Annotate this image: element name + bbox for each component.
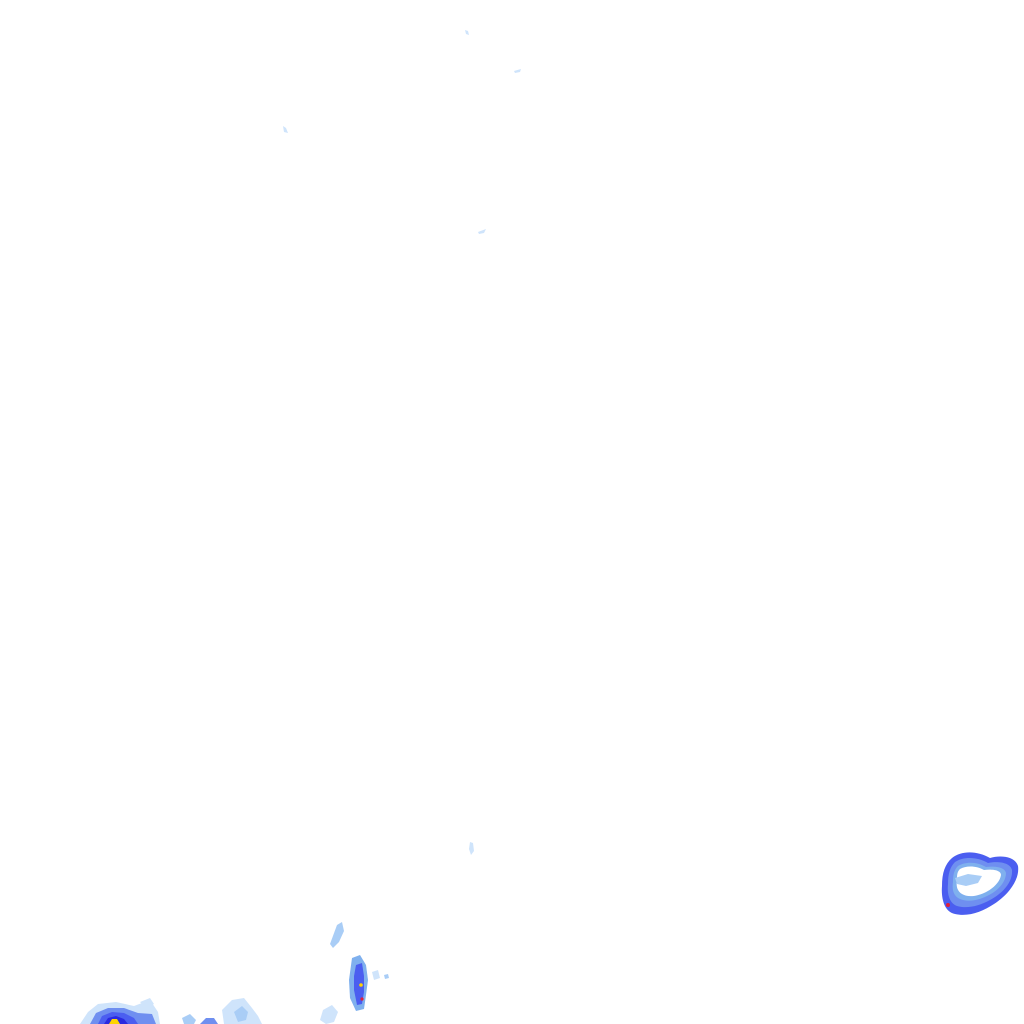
faint-echo bbox=[469, 842, 474, 855]
storm-cell-east bbox=[941, 852, 1019, 915]
cell-severe-dot bbox=[946, 903, 950, 907]
faint-echoes-north bbox=[283, 30, 521, 855]
column-core-2 bbox=[360, 997, 364, 1001]
echo-column-inner bbox=[354, 963, 364, 1005]
faint-echo bbox=[283, 126, 288, 133]
cluster-extreme bbox=[109, 1019, 120, 1024]
faint-echo bbox=[478, 229, 486, 234]
echo-fragment bbox=[234, 1006, 248, 1022]
column-core-1 bbox=[359, 983, 363, 987]
echo-fragment bbox=[140, 998, 154, 1008]
storm-band-south-central bbox=[320, 922, 389, 1024]
faint-echo bbox=[465, 30, 469, 35]
cell-interior-echo bbox=[955, 874, 982, 886]
echo-fragment bbox=[200, 1018, 218, 1024]
echo-fragment bbox=[320, 1005, 338, 1024]
echo-fragment bbox=[182, 1014, 196, 1024]
echo-fragment bbox=[384, 974, 389, 979]
faint-echo bbox=[514, 69, 521, 73]
echo-streak bbox=[330, 922, 344, 948]
echo-fragment bbox=[372, 970, 380, 980]
storm-cluster-southwest bbox=[80, 998, 262, 1024]
